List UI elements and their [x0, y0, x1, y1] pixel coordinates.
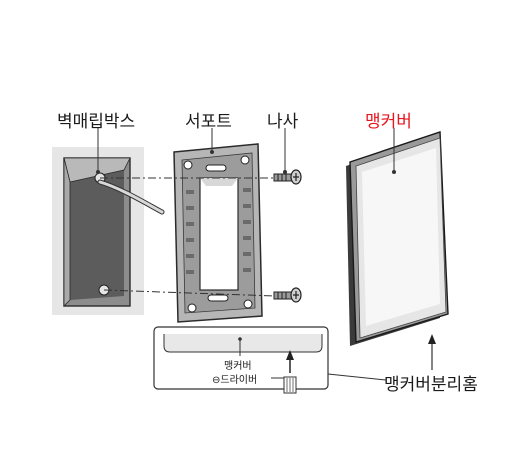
label-cover-separation-groove: 맹커버분리홈 — [384, 375, 478, 395]
support-slot-bottom — [207, 294, 229, 302]
screw-top — [273, 169, 302, 185]
label-screw: 나사 — [267, 112, 299, 132]
wall-box — [63, 157, 131, 307]
inset-label-cover: 맹커버 — [224, 361, 252, 372]
blank-cover — [346, 131, 449, 346]
label-wall-box: 벽매립박스 — [57, 112, 136, 132]
label-support: 서포트 — [185, 112, 232, 132]
support-plate — [173, 143, 263, 323]
screw-bottom — [273, 287, 302, 303]
screwdriver-icon — [283, 376, 297, 394]
label-blank-cover: 맹커버 — [365, 112, 412, 132]
support-slot-top — [205, 164, 227, 172]
inset-label-driver: ⊖드라이버 — [212, 375, 258, 386]
alignment-line-bottom — [103, 289, 276, 297]
